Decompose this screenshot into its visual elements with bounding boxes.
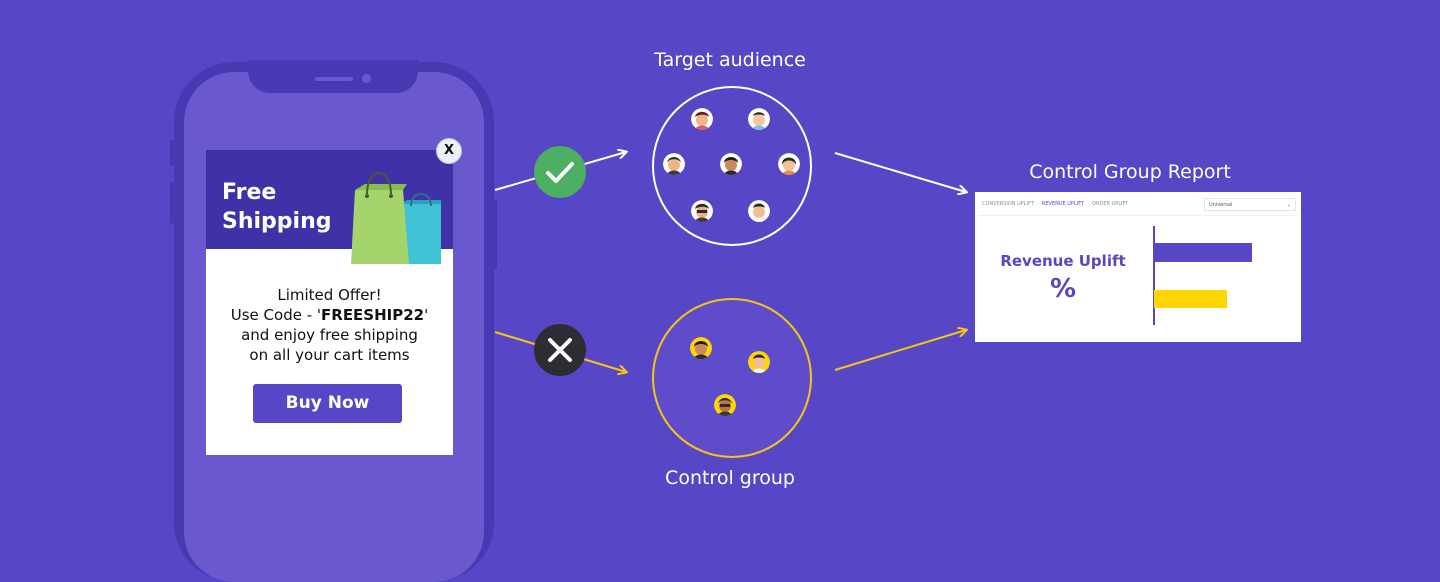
avatar-icon xyxy=(748,351,770,373)
phone-notch xyxy=(248,60,418,93)
phone-side-button-right xyxy=(492,200,497,270)
control-bar xyxy=(1154,290,1227,308)
chevron-down-icon: ⌄ xyxy=(1286,202,1291,208)
avatar-icon xyxy=(748,108,770,130)
arrow-control-to-report xyxy=(834,330,966,371)
phone-side-button-left-2 xyxy=(170,182,175,224)
control-group-report-label: Control Group Report xyxy=(1029,161,1231,183)
avatar-icon xyxy=(720,153,742,175)
popup-close-button[interactable]: X xyxy=(436,138,462,164)
avatar-icon xyxy=(691,108,713,130)
target-audience-label: Target audience xyxy=(654,49,806,71)
avatar-icon xyxy=(748,200,770,222)
report-metric-label: Revenue Uplift xyxy=(1000,252,1126,270)
avatar-icon xyxy=(714,394,736,416)
avatar-icon xyxy=(663,153,685,175)
popup-title: Free Shipping xyxy=(222,180,332,234)
tab-revenue-uplift[interactable]: REVENUE UPLIFT xyxy=(1041,201,1085,207)
control-group-circle xyxy=(652,298,812,458)
phone-side-button-left-1 xyxy=(170,140,175,166)
offer-line-2: Use Code - 'FREESHIP22' xyxy=(230,306,429,324)
segment-select[interactable]: Universal ⌄ xyxy=(1204,198,1296,211)
buy-now-button[interactable]: Buy Now xyxy=(253,384,402,423)
phone-camera xyxy=(362,74,371,83)
uplift-bar-chart xyxy=(1153,226,1252,325)
arrow-target-to-report xyxy=(834,152,966,192)
report-metric-unit: % xyxy=(1049,274,1077,304)
report-divider xyxy=(978,215,1298,216)
offer-line-4: on all your cart items xyxy=(249,346,410,364)
report-tabs: CONVERSION UPLIFT REVENUE UPLIFT ORDER UPL… xyxy=(982,201,1136,207)
avatar-icon xyxy=(691,200,713,222)
phone-speaker xyxy=(315,77,353,81)
avatar-icon xyxy=(778,153,800,175)
tab-order-uplift[interactable]: ORDER UPLIFT xyxy=(1092,201,1129,207)
tab-conversion-uplift[interactable]: CONVERSION UPLIFT xyxy=(982,201,1034,207)
report-card xyxy=(975,192,1301,342)
avatar-icon xyxy=(690,337,712,359)
offer-code: FREESHIP22 xyxy=(321,306,425,324)
shopping-bags-icon xyxy=(351,172,441,264)
segment-select-value: Universal xyxy=(1209,202,1233,208)
offer-line-3: and enjoy free shipping xyxy=(241,326,418,344)
x-icon xyxy=(534,324,586,376)
control-group-label: Control group xyxy=(665,467,795,489)
target-bar xyxy=(1154,243,1252,262)
check-icon xyxy=(534,146,586,198)
offer-line-1: Limited Offer! xyxy=(277,286,382,304)
offer-text: Limited Offer! Use Code - 'FREESHIP22' a… xyxy=(206,285,453,365)
